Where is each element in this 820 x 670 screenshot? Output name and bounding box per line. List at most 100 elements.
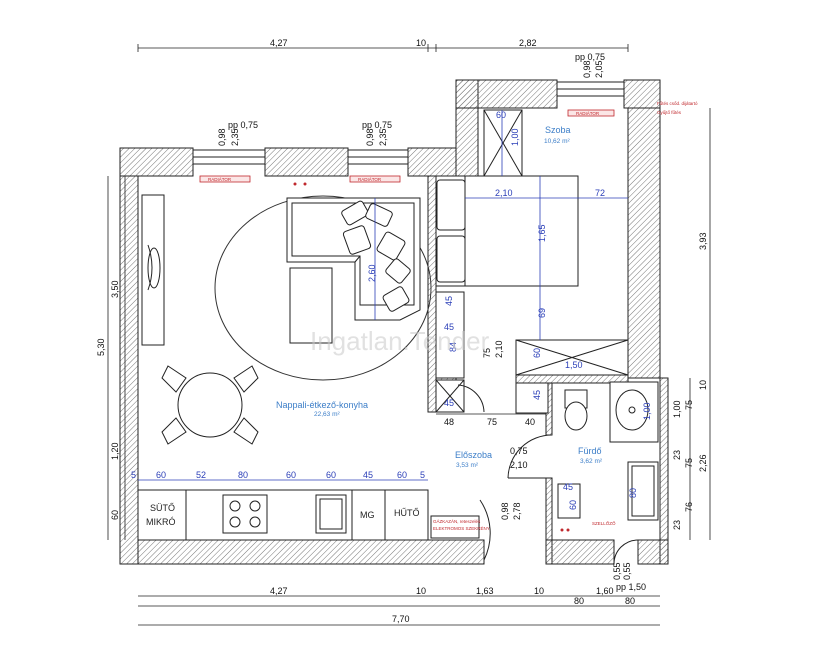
room-hall-area: 3,53 m²: [456, 462, 479, 469]
kitchen-dim-7: 60: [397, 470, 407, 480]
room-bedroom-area: 10,62 m²: [544, 138, 570, 145]
radiator-tag-2: RADIÁTOR: [358, 176, 382, 182]
note-vent: SZELLŐZŐ: [592, 520, 616, 526]
dim-top-1: 10: [416, 38, 426, 48]
oven-label: SÜTŐ: [150, 503, 175, 513]
door-dim-w: 75: [482, 348, 492, 358]
radiators: [199, 109, 615, 183]
dim-bottom-3: 10: [534, 586, 544, 596]
closet-dim-3: 45: [444, 398, 454, 408]
dim-left-2: 60: [110, 510, 120, 520]
bath-fixtures: [557, 381, 659, 521]
bath-dim-0: 45: [563, 482, 573, 492]
note-boiler: GÁZKAZÁN, reteszelés: [433, 518, 481, 524]
room-living-name: Nappali-étkező-konyha: [276, 400, 368, 410]
radiator-tag-1: RADIÁTOR: [208, 176, 232, 182]
dim-ri-5: 23: [672, 520, 682, 530]
dim-ri-3: 75: [684, 458, 694, 468]
kitchen-dim-1: 60: [156, 470, 166, 480]
window1-pp: pp 0,75: [228, 120, 258, 130]
doors: [457, 384, 639, 565]
dim-right-0: 3,93: [698, 232, 708, 250]
fridge-label: HŰTŐ: [394, 508, 420, 518]
window3-pp: pp 0,75: [575, 52, 605, 62]
radiator-tag-3: RADIÁTOR: [576, 110, 600, 116]
bath-dim-1: 60: [568, 500, 578, 510]
shower-dim-1: 1,50: [565, 360, 583, 370]
dim-door-1: 0,55: [622, 562, 632, 580]
wardrobe-dim-w: 60: [496, 110, 506, 120]
dim-door-0: 0,55: [612, 562, 622, 580]
closet-dim-0: 45: [444, 296, 454, 306]
room-living-area: 22,63 m²: [314, 411, 340, 418]
tv-unit: [141, 194, 165, 346]
dim-door-pp: pp 1,50: [616, 582, 646, 592]
dim-right-2: 2,26: [698, 454, 708, 472]
micro-label: MIKRÓ: [146, 517, 176, 527]
note-heating-2: Gyűjtő fűtés: [657, 110, 682, 115]
entry-door-h: 2,78: [512, 502, 522, 520]
bed-dim-gap: 72: [595, 188, 605, 198]
dim-bottom-1: 10: [416, 586, 426, 596]
bed-dim-width: 2,10: [495, 188, 513, 198]
window2-pp: pp 0,75: [362, 120, 392, 130]
bed-dim-foot: 69: [537, 308, 547, 318]
closet-dim-1: 45: [444, 322, 454, 332]
outer-dim-lines: [107, 44, 711, 626]
dim-total: 7,70: [392, 614, 410, 624]
dim-bottom-2: 1,63: [476, 586, 494, 596]
dim-left-1: 1,20: [110, 442, 120, 460]
closet2-dim-0: 48: [444, 417, 454, 427]
hall-door-w: 0,75: [510, 446, 528, 456]
boiler-cabinet: [430, 515, 480, 539]
window1-h1: 0,98: [217, 128, 227, 146]
windows: [192, 81, 625, 165]
closet2-dim-2: 40: [525, 417, 535, 427]
kitchen-dim-2: 52: [196, 470, 206, 480]
bedroom-wardrobe: [483, 109, 523, 177]
bedroom-closet: [435, 291, 629, 414]
wardrobe-dim-h: 1,00: [510, 128, 520, 146]
dining-set: [161, 365, 259, 445]
bedroom-dim-lines: [374, 110, 628, 340]
dishwasher-label: MG: [360, 510, 375, 520]
sofa-dim: 2,60: [367, 264, 377, 282]
dim-bottom2-0: 80: [574, 596, 584, 606]
dim-top-0: 4,27: [270, 38, 288, 48]
window1-h2: 2,35: [230, 128, 240, 146]
watermark: Ingatlan.Tender: [310, 326, 490, 356]
dim-ri-0: 1,00: [672, 400, 682, 418]
room-bath-name: Fürdő: [578, 446, 602, 456]
door-dim-h: 2,10: [494, 340, 504, 358]
bed: [435, 175, 579, 287]
bath-dim-3: 80: [628, 488, 638, 498]
cushions: [341, 200, 411, 312]
kitchen-counter: [137, 489, 429, 541]
closet-dim-2: 84: [448, 342, 458, 352]
window2-h1: 0,98: [365, 128, 375, 146]
kitchen-dim-3: 80: [238, 470, 248, 480]
kitchen-dim-0: 5: [131, 470, 136, 480]
rug: [214, 195, 432, 381]
window3-h2: 2,05: [594, 60, 604, 78]
dim-bottom-0: 4,27: [270, 586, 288, 596]
shower-dim-0: 60: [532, 348, 542, 358]
note-heating-1: Fűtés csőd. dijátartó: [657, 101, 698, 106]
window2-h2: 2,35: [378, 128, 388, 146]
bed-dim-length: 1,65: [537, 224, 547, 242]
closet2-dim-3: 45: [532, 390, 542, 400]
closet2-dim-1: 75: [487, 417, 497, 427]
dim-ri-4: 76: [684, 502, 694, 512]
dim-bottom-4: 1,60: [596, 586, 614, 596]
window3-h1: 0,98: [582, 60, 592, 78]
dim-bottom2-1: 80: [625, 596, 635, 606]
room-hall-name: Előszoba: [455, 450, 492, 460]
room-bath-area: 3,62 m²: [580, 458, 603, 465]
dim-left-total: 5,30: [96, 338, 106, 356]
hall-door-h: 2,10: [510, 460, 528, 470]
dim-left-0: 3,50: [110, 280, 120, 298]
red-dots: [293, 182, 570, 532]
entry-door-w: 0,98: [500, 502, 510, 520]
dim-ri-1: 75: [684, 400, 694, 410]
